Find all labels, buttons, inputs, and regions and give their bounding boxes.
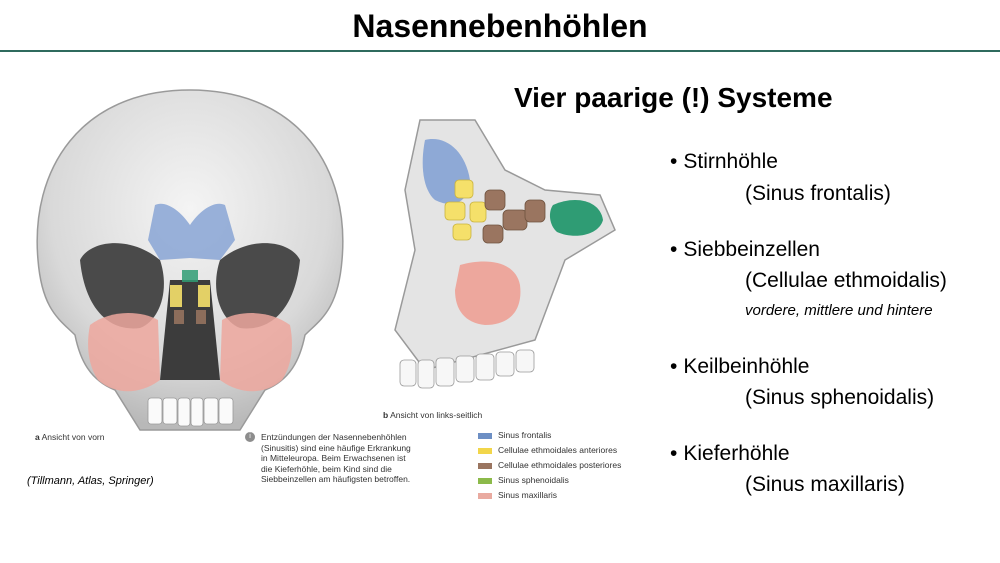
legend-swatch-sphenoid <box>478 477 492 484</box>
legend-item: Cellulae ethmoidales posteriores <box>478 460 621 470</box>
legend-item: Sinus sphenoidalis <box>478 475 569 485</box>
legend-item: Sinus maxillaris <box>478 490 557 500</box>
caption-a: a Ansicht von vorn <box>35 432 104 442</box>
bullet-latin: (Sinus maxillaris) <box>745 473 905 496</box>
caption-b-letter: b <box>383 410 389 420</box>
bullet-siebbeinzellen: •Siebbeinzellen <box>670 238 820 262</box>
bullet-note: vordere, mittlere und hintere <box>745 302 933 319</box>
slide-subtitle: Vier paarige (!) Systeme <box>514 82 833 113</box>
bullet-name: Kieferhöhle <box>683 442 790 465</box>
legend-item: Cellulae ethmoidales anteriores <box>478 445 617 455</box>
legend-label: Cellulae ethmoidales posteriores <box>498 460 622 470</box>
legend-swatch-maxillaris <box>478 492 492 499</box>
bullet-stirnhoehle: •Stirnhöhle <box>670 150 778 174</box>
lateral-sphenoidalis-shape <box>549 200 603 236</box>
info-text: Entzündungen der Nasenneben­höhlen (Sinu… <box>261 432 411 484</box>
bullet-marker: • <box>670 355 678 378</box>
caption-b-text: Ansicht von links-seitlich <box>390 410 483 420</box>
caption-b: b Ansicht von links-seitlich <box>383 410 482 420</box>
legend-swatch-ethmoid-post <box>478 462 492 469</box>
legend-swatch-ethmoid-ant <box>478 447 492 454</box>
slide-title: Nasennebenhöhlen <box>352 8 648 44</box>
legend-label: Sinus maxillaris <box>498 490 558 500</box>
bullet-latin: (Sinus sphenoidalis) <box>745 386 935 409</box>
bullet-latin: (Sinus frontalis) <box>745 182 891 205</box>
legend-swatch-frontalis <box>478 432 492 439</box>
bullet-keilbeinhoehle: •Keilbeinhöhle <box>670 355 809 379</box>
legend-item: Sinus frontalis <box>478 430 551 440</box>
caption-a-text: Ansicht von vorn <box>41 432 105 442</box>
bullet-name: Stirnhöhle <box>683 150 778 173</box>
sinus-sphenoidalis-shape <box>182 270 198 282</box>
lateral-maxillaris-shape <box>455 261 521 325</box>
sinus-maxillaris-right-shape <box>220 313 292 392</box>
bullet-name: Keilbeinhöhle <box>683 355 810 378</box>
source-credit: (Tillmann, Atlas, Springer) <box>27 475 154 487</box>
bullet-marker: • <box>670 442 678 465</box>
bullet-marker: • <box>670 238 678 261</box>
skull-lateral-illustration <box>394 119 616 389</box>
bullet-name: Siebbeinzellen <box>683 238 820 261</box>
bullet-kieferhoehle: •Kieferhöhle <box>670 442 790 466</box>
legend-label: Sinus frontalis <box>498 430 552 440</box>
sinus-maxillaris-left-shape <box>88 313 160 392</box>
title-divider <box>0 50 1000 52</box>
legend-label: Cellulae ethmoidales anteriores <box>498 445 618 455</box>
info-icon: i <box>245 432 255 442</box>
legend-label: Sinus sphenoidalis <box>498 475 569 485</box>
skull-front-illustration <box>36 89 344 431</box>
bullet-marker: • <box>670 150 678 173</box>
caption-a-letter: a <box>35 432 40 442</box>
sinus-frontalis-shape <box>148 203 235 260</box>
bullet-latin: (Cellulae ethmoidalis) <box>745 269 947 292</box>
